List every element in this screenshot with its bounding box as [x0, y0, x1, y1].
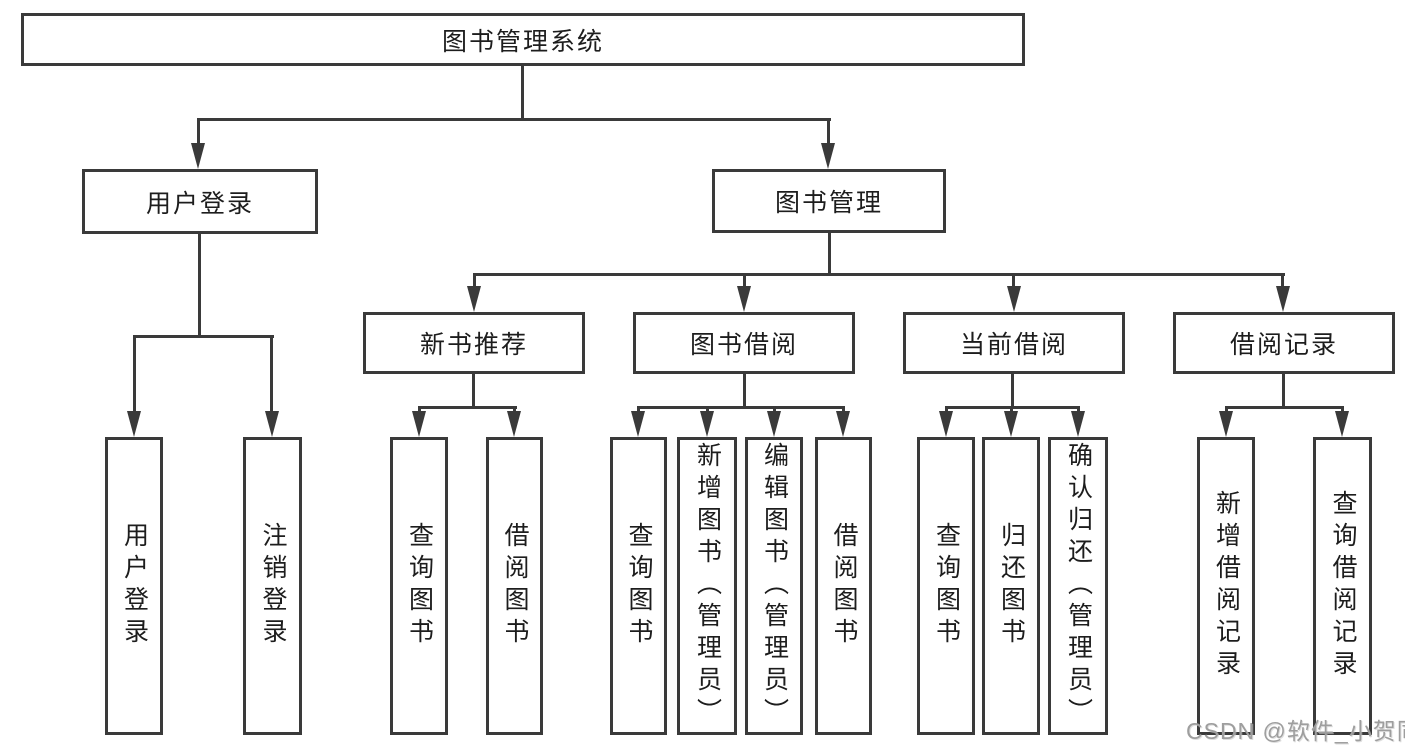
connector-cb-confirm-stem [1077, 406, 1080, 414]
connector-borrow-records-bar [1225, 406, 1344, 409]
node-borrow-records-label: 借阅记录 [1229, 331, 1338, 359]
leaf-cb-query-books-label: 查询图书 [932, 522, 961, 650]
leaf-bb-borrow-books: 借阅图书 [815, 437, 872, 735]
connector-bb-query-stem [637, 406, 640, 414]
leaf-nb-query-books-label: 查询图书 [405, 522, 434, 650]
connector-br-query-stem [1341, 406, 1344, 414]
node-book-management: 图书管理 [712, 169, 946, 233]
arrowhead-nb-borrow-books [507, 411, 521, 437]
connector-leaf-user-login-stem [133, 335, 136, 417]
leaf-br-add-borrow-record-label: 新增借阅记录 [1212, 490, 1241, 682]
leaf-bb-edit-book-admin-label: 编辑图书（管理员） [760, 442, 789, 730]
arrowhead-nb-query-books [412, 411, 426, 437]
connector-nb-borrow-stem [513, 406, 516, 414]
leaf-logout: 注销登录 [243, 437, 302, 735]
leaf-logout-label: 注销登录 [259, 522, 287, 650]
leaf-user-login: 用户登录 [105, 437, 163, 735]
arrowhead-br-query-record [1335, 411, 1349, 437]
arrowhead-bb-add-book [700, 411, 714, 437]
connector-user-login-stem [198, 232, 201, 338]
leaf-nb-borrow-books-label: 借阅图书 [501, 522, 529, 650]
connector-bb-add-stem [706, 406, 709, 414]
arrowhead-leaf-logout [265, 411, 279, 437]
arrowhead-br-add-record [1219, 411, 1233, 437]
node-user-login: 用户登录 [82, 169, 318, 234]
connector-book-borrow-stem [743, 373, 746, 409]
connector-book-borrow-bar [637, 406, 845, 409]
connector-borrow-records-arrow-stem [1281, 273, 1284, 291]
connector-book-borrow-arrow-stem [743, 273, 746, 291]
leaf-br-query-borrow-record-label: 查询借阅记录 [1329, 490, 1357, 682]
arrowhead-current-borrow [1007, 286, 1021, 312]
leaf-nb-borrow-books: 借阅图书 [486, 437, 543, 735]
node-book-borrow: 图书借阅 [633, 312, 855, 374]
node-book-borrow-label: 图书借阅 [689, 331, 798, 359]
leaf-cb-query-books: 查询图书 [917, 437, 975, 735]
connector-bb-borrow-stem [842, 406, 845, 414]
arrowhead-cb-query-books [939, 411, 953, 437]
connector-br-add-stem [1225, 406, 1228, 414]
node-book-management-label: 图书管理 [774, 189, 883, 217]
connector-root-stem [521, 64, 524, 121]
node-current-borrow: 当前借阅 [903, 312, 1125, 374]
leaf-nb-query-books: 查询图书 [390, 437, 448, 735]
node-library-system-label: 图书管理系统 [441, 27, 604, 56]
connector-current-borrow-arrow-stem [1012, 273, 1015, 291]
node-new-book-recommend-label: 新书推荐 [419, 331, 528, 359]
arrowhead-book-borrow [737, 286, 751, 312]
arrowhead-bb-borrow-books [836, 411, 850, 437]
leaf-bb-query-books-label: 查询图书 [625, 522, 653, 650]
connector-book-management-arrow-stem [827, 118, 830, 146]
connector-new-book-arrow-stem [473, 273, 476, 291]
connector-level2-bar [197, 118, 831, 121]
arrowhead-new-book-recommend [467, 286, 481, 312]
leaf-bb-add-book-admin-label: 新增图书（管理员） [693, 442, 722, 730]
node-library-system: 图书管理系统 [21, 13, 1025, 66]
connector-new-book-stem [472, 373, 475, 409]
node-new-book-recommend: 新书推荐 [363, 312, 585, 374]
leaf-bb-edit-book-admin: 编辑图书（管理员） [745, 437, 803, 735]
connector-user-login-bar [133, 335, 274, 338]
leaf-br-add-borrow-record: 新增借阅记录 [1197, 437, 1255, 735]
leaf-bb-borrow-books-label: 借阅图书 [830, 522, 858, 650]
node-borrow-records: 借阅记录 [1173, 312, 1395, 374]
connector-user-login-arrow-stem [197, 118, 200, 146]
arrowhead-book-management [821, 143, 835, 169]
connector-leaf-logout-stem [270, 335, 273, 417]
connector-nb-query-stem [418, 406, 421, 414]
arrowhead-leaf-user-login [127, 411, 141, 437]
connector-borrow-records-stem [1282, 373, 1285, 409]
leaf-cb-return-book: 归还图书 [982, 437, 1040, 735]
arrowhead-user-login [191, 143, 205, 169]
leaf-cb-confirm-return-admin-label: 确认归还（管理员） [1064, 442, 1093, 730]
connector-new-book-bar [418, 406, 517, 409]
csdn-watermark: CSDN @软件_小贺同学 [1186, 718, 1405, 744]
leaf-cb-confirm-return-admin: 确认归还（管理员） [1048, 437, 1108, 735]
leaf-bb-query-books: 查询图书 [610, 437, 667, 735]
arrowhead-cb-confirm-return [1071, 411, 1085, 437]
connector-current-borrow-stem [1011, 373, 1014, 409]
connector-level3-bar [473, 273, 1285, 276]
connector-bb-edit-stem [773, 406, 776, 414]
arrowhead-cb-return-book [1004, 411, 1018, 437]
arrowhead-bb-query-books [631, 411, 645, 437]
leaf-cb-return-book-label: 归还图书 [997, 522, 1026, 650]
leaf-bb-add-book-admin: 新增图书（管理员） [677, 437, 737, 735]
connector-cb-query-stem [945, 406, 948, 414]
leaf-user-login-label: 用户登录 [120, 522, 149, 650]
arrowhead-borrow-records [1276, 286, 1290, 312]
node-user-login-label: 用户登录 [145, 189, 254, 218]
node-current-borrow-label: 当前借阅 [959, 331, 1068, 359]
arrowhead-bb-edit-book [767, 411, 781, 437]
connector-book-management-stem [828, 231, 831, 276]
connector-cb-return-stem [1010, 406, 1013, 414]
leaf-br-query-borrow-record: 查询借阅记录 [1313, 437, 1372, 735]
